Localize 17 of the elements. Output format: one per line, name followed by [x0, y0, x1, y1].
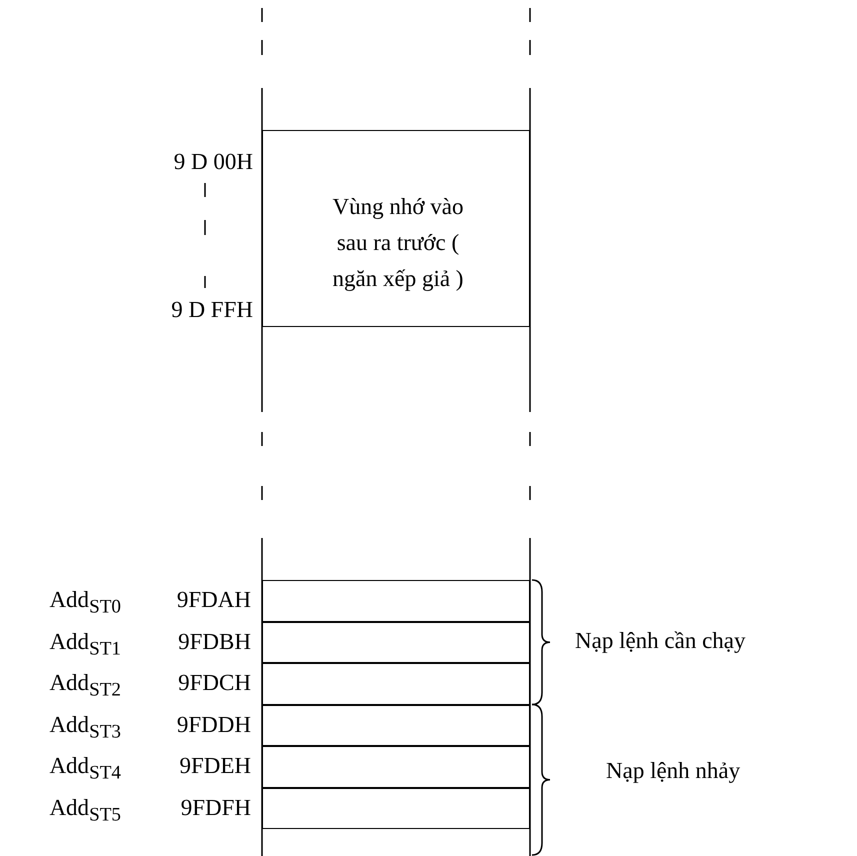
address-label: 9 D FFH — [171, 297, 253, 323]
group-label: Nạp lệnh nhảy — [606, 758, 740, 784]
address-name: Add$_{ST1}$ — [49, 628, 121, 660]
address-label: 9FDCH — [178, 670, 251, 696]
address-name: Add$_{ST3}$ — [49, 712, 121, 744]
address-label: 9FDAH — [176, 587, 251, 613]
address-name: Add$_{ST0}$ — [49, 587, 121, 619]
address-name: Add$_{ST2}$ — [49, 670, 121, 702]
address-label: 9FDEH — [179, 753, 251, 779]
address-label: 9FDDH — [176, 712, 251, 738]
address-name: Add$_{ST4}$ — [49, 753, 121, 785]
group-label: Nạp lệnh cần chạy — [575, 628, 746, 654]
address-label: 9 D 00H — [174, 149, 253, 175]
address-label: 9FDBH — [178, 628, 251, 654]
address-label: 9FDFH — [180, 794, 251, 820]
address-name: Add$_{ST5}$ — [49, 794, 121, 826]
region-label: Vùng nhớ vào sau ra trước ( ngăn xếp giả ) — [332, 193, 464, 293]
